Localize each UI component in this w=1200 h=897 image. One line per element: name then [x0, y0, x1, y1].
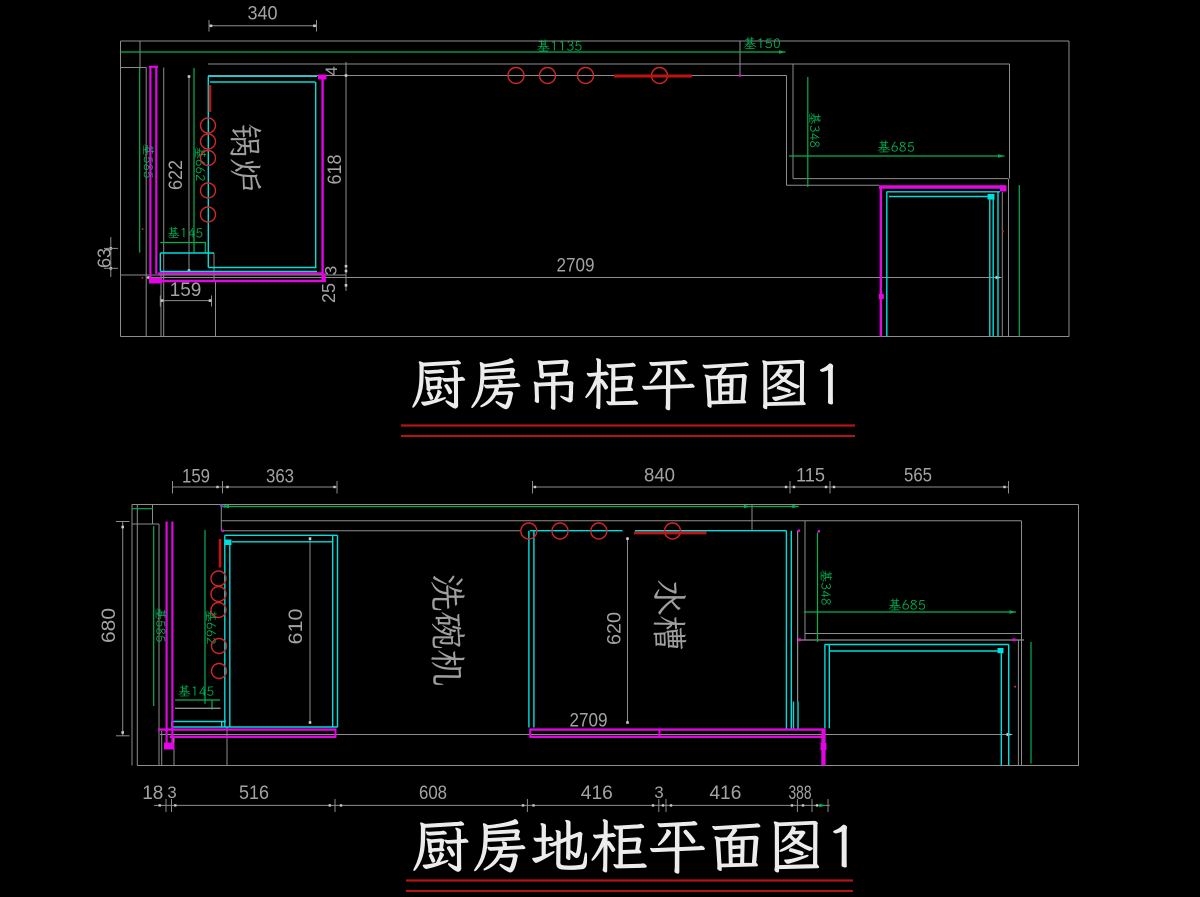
- svg-text:3: 3: [654, 783, 663, 802]
- svg-text:18: 18: [142, 783, 163, 804]
- svg-text:608: 608: [419, 783, 447, 804]
- svg-text:516: 516: [239, 783, 269, 804]
- svg-text:25: 25: [319, 283, 339, 303]
- svg-text:115: 115: [796, 465, 825, 486]
- svg-text:3: 3: [167, 783, 176, 802]
- svg-text:416: 416: [581, 783, 613, 804]
- svg-text:680: 680: [99, 608, 120, 643]
- svg-text:618: 618: [325, 155, 346, 185]
- svg-text:159: 159: [170, 280, 202, 301]
- svg-text:159: 159: [182, 466, 210, 487]
- svg-text:388: 388: [789, 783, 812, 804]
- svg-text:565: 565: [904, 465, 932, 486]
- svg-text:840: 840: [644, 465, 675, 486]
- svg-text:3: 3: [322, 266, 341, 275]
- svg-text:363: 363: [266, 466, 294, 487]
- svg-text:63: 63: [94, 248, 114, 268]
- svg-text:622: 622: [166, 160, 187, 190]
- svg-text:620: 620: [604, 612, 625, 645]
- svg-text:4: 4: [322, 66, 341, 75]
- svg-text:610: 610: [286, 609, 307, 645]
- svg-text:340: 340: [248, 3, 278, 24]
- svg-text:2709: 2709: [557, 255, 595, 276]
- svg-text:416: 416: [709, 783, 741, 804]
- svg-text:2709: 2709: [570, 710, 608, 731]
